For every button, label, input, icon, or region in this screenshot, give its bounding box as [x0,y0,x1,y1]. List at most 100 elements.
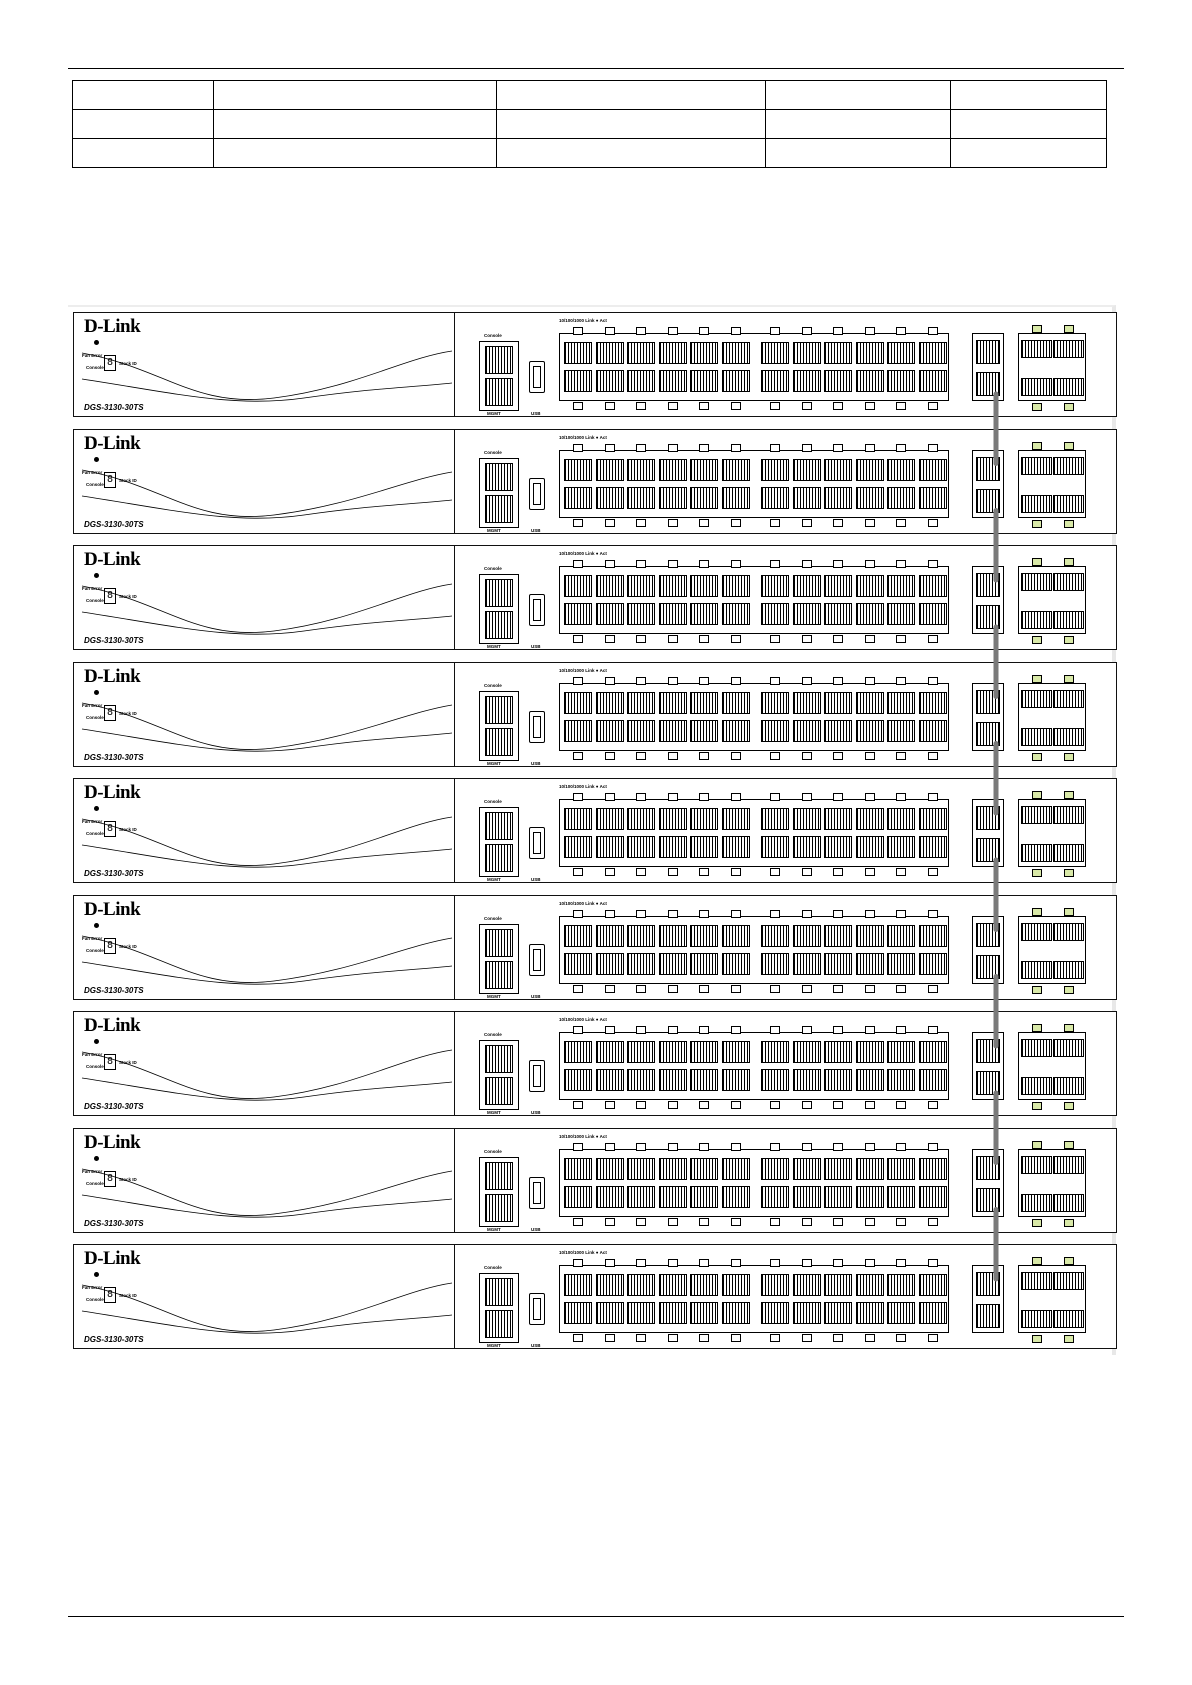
port-number-tag [604,327,615,335]
brand-logo: D-Link [84,1131,141,1153]
port-number-tag [801,868,812,876]
port-number-tag [927,1217,938,1226]
rj45-port [564,575,592,597]
rj45-port [627,924,655,947]
port-number-tag [864,560,875,568]
usb-port [529,710,545,743]
switch-label-panel [74,429,455,533]
table-cell [213,80,497,110]
sfp-port-block [1018,682,1086,751]
rj45-port [690,458,718,481]
table-cell [496,138,766,168]
table-cell [72,80,214,110]
rj45-port [918,836,947,858]
sfp-port-block [1018,333,1086,401]
rj45-port [792,486,821,509]
rj45-port [918,458,947,481]
port-number-tag [770,560,780,568]
sfp-number-tag [1032,1335,1042,1343]
decorative-cables [81,583,453,635]
stacking-port [976,488,1000,513]
rj45-port [855,575,884,597]
rj45-port [721,836,750,858]
console-port [485,1278,513,1306]
cable-line [81,1077,453,1101]
sfp-port [1021,611,1052,629]
sfp-number-tag [1064,869,1074,877]
port-number-tag [770,1217,780,1226]
port-number-tag [833,751,843,760]
port-number-tag [927,402,938,410]
port-number-tag [833,1142,843,1151]
rj45-port [721,808,750,830]
port-number-tag [864,984,875,993]
port-number-tag [730,793,741,801]
rj45-port [887,370,915,392]
mgmt-label: MGMT [487,644,501,649]
rj45-port [627,1041,655,1063]
port-number-tag [699,676,709,685]
rj45-port [658,458,687,481]
port-number-tag [896,327,906,335]
port-number-tag [604,402,615,410]
rj45-port [855,1185,884,1208]
rj45-port [690,691,718,714]
model-name: DGS-3130-30TS [84,752,144,762]
rj45-port [721,486,750,509]
mgmt-port [485,494,513,523]
brand-logo: D-Link [84,898,141,920]
console-led-label: Console [86,714,104,720]
port-number-tag [573,1217,583,1226]
decorative-cables [81,1282,453,1334]
rj45-port [721,1041,750,1063]
table-cell [950,109,1107,139]
port-number-tag [667,1142,678,1151]
sfp-port [1053,960,1084,979]
power-led [94,1155,99,1161]
sfp-number-tag [1064,519,1074,528]
port-number-tag [667,327,678,335]
port-number-tag [636,1101,646,1109]
mgmt-label: MGMT [487,1226,501,1232]
rj45-port [627,1069,655,1091]
stack-id-label: Stack ID [119,361,137,366]
rj45-port [918,575,947,597]
table-cell [765,80,951,110]
port-number-tag [604,1334,615,1342]
cable-line [81,611,453,635]
rj45-port [721,952,750,975]
port-number-tag [667,676,678,685]
rj45-port [761,370,789,392]
port-number-tag [833,1259,843,1267]
stacking-ports [972,566,1004,634]
port-number-tag [667,1026,678,1034]
port-number-tag [730,518,741,527]
decorative-cables [81,350,453,402]
port-number-tag [604,443,615,452]
rj45-port [627,575,655,597]
rj45-port [690,924,718,947]
power-led [94,1039,99,1044]
console-led-label: Console [86,947,104,953]
usb-label: USB [531,644,541,649]
port-number-tag [801,1142,812,1151]
rj45-port [658,836,687,858]
rj45-port [564,1185,592,1208]
console-led-label: Console [86,481,104,487]
rj45-port [690,952,718,975]
rj45-port [855,458,884,481]
sfp-number-tag [1032,1140,1042,1149]
rj45-port-array [559,1148,949,1217]
port-number-tag [699,1142,709,1151]
port-number-tag [636,635,646,643]
sfp-port [1021,1272,1052,1290]
rj45-port [658,1274,687,1296]
port-number-tag [833,635,843,643]
port-number-tag [573,909,583,918]
fan-error-label: Fan Error [82,935,103,941]
rj45-port [855,342,884,364]
usb-label: USB [531,760,541,766]
port-number-tag [699,560,709,568]
port-number-tag [573,1334,583,1342]
link-act-label: 10/100/1000 Link ● Act [559,900,607,906]
